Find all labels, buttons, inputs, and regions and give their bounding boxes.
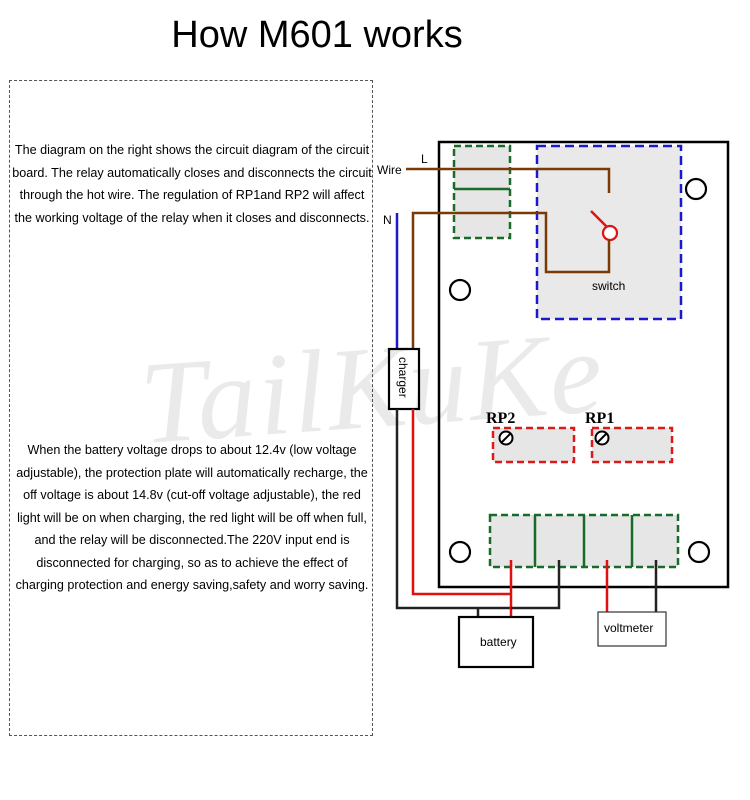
- switch-label: switch: [592, 279, 625, 293]
- charger-positive-wire: [411, 409, 511, 596]
- rp2-label: RP2: [486, 410, 515, 427]
- mounting-hole-bottom-left: [448, 540, 472, 564]
- line-label: L: [421, 152, 428, 166]
- neutral-label: N: [383, 213, 392, 227]
- description-paragraph-2: When the battery voltage drops to about …: [15, 443, 369, 592]
- rp2-screw-icon: [498, 430, 514, 446]
- charger-box: [387, 347, 421, 411]
- rp1-screw-icon: [594, 430, 610, 446]
- voltmeter-label: voltmeter: [604, 621, 653, 635]
- mounting-hole-bottom-right: [687, 540, 711, 564]
- description-panel: The diagram on the right shows the circu…: [9, 80, 373, 736]
- input-terminal-block: [452, 144, 512, 240]
- switch-wire: [411, 211, 611, 352]
- battery-box: [457, 615, 535, 669]
- live-wire: [406, 167, 611, 193]
- mounting-hole-top-right: [684, 177, 708, 201]
- mounting-hole-middle-left: [448, 278, 472, 302]
- voltmeter-box: [597, 611, 667, 647]
- rp1-label: RP1: [585, 410, 614, 427]
- description-paragraph-1: The diagram on the right shows the circu…: [12, 143, 372, 225]
- switch-pivot-icon: [601, 224, 619, 242]
- charger-negative-wire: [395, 409, 511, 610]
- battery-label: battery: [480, 635, 517, 649]
- wire-label: Wire: [377, 163, 402, 177]
- page-title: How M601 works: [171, 14, 463, 56]
- switch-contact-lever: [590, 210, 608, 228]
- battery-negative-wire: [511, 560, 561, 610]
- charger-label: charger: [396, 357, 410, 398]
